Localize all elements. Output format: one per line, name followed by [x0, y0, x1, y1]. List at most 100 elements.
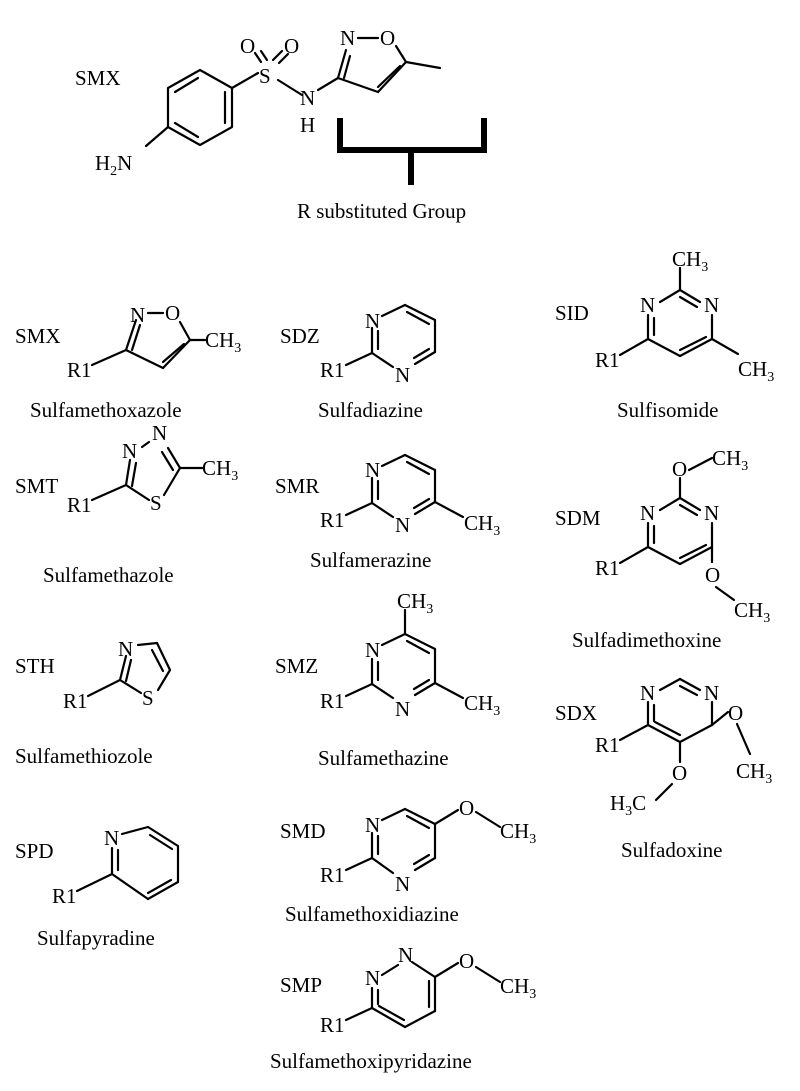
svg-text:N: N [365, 966, 380, 990]
svg-text:O: O [459, 796, 474, 820]
svg-text:N: N [395, 363, 410, 387]
methyl-label: CH3 [738, 357, 774, 385]
r-group-label: R substituted Group [297, 199, 466, 223]
compound-sdx: SDX R1 N N O CH3 O H3C Sulfadoxine [555, 677, 772, 862]
compound-name: Sulfadimethoxine [572, 628, 721, 652]
r1-label: R1 [595, 556, 620, 580]
r1-label: R1 [595, 348, 620, 372]
svg-text:N: N [122, 439, 137, 463]
r1-label: R1 [320, 1013, 345, 1037]
methyl-label: CH3 [500, 974, 536, 1002]
methyl-label: CH3 [397, 589, 433, 617]
compound-smd: SMD R1 N N O CH3 Sulfamethoxidiazine [280, 796, 536, 926]
svg-text:O: O [165, 301, 180, 325]
r1-label: R1 [52, 884, 77, 908]
svg-text:O: O [728, 701, 743, 725]
compound-abbr: SMX [15, 324, 61, 348]
so-double-2a [271, 49, 284, 62]
sulfur-nitrogen-bond [276, 78, 304, 97]
compound-smr: SMR R1 N N CH3 Sulfamerazine [275, 453, 500, 572]
methyl-label: CH3 [712, 446, 748, 474]
compound-name: Sulfamethiozole [15, 744, 153, 768]
svg-text:O: O [705, 563, 720, 587]
svg-text:N: N [640, 293, 655, 317]
r1-label: R1 [67, 493, 92, 517]
methyl-label: CH3 [464, 691, 500, 719]
svg-text:N: N [365, 638, 380, 662]
svg-text:N: N [704, 681, 719, 705]
svg-text:N: N [152, 421, 167, 445]
methyl-label: CH3 [464, 511, 500, 539]
compound-abbr: STH [15, 654, 55, 678]
compound-abbr: SMT [15, 474, 58, 498]
compound-name: Sulfadiazine [318, 398, 423, 422]
r1-label: R1 [320, 863, 345, 887]
r1-label: R1 [320, 689, 345, 713]
svg-text:N: N [395, 513, 410, 537]
svg-text:N: N [704, 501, 719, 525]
methyl-label: CH3 [202, 456, 238, 484]
compound-name: Sulfamethazole [43, 563, 174, 587]
compound-abbr: SMD [280, 819, 326, 843]
compound-abbr: SPD [15, 839, 54, 863]
parent-smx-structure: SMX H2N S O O N H N O [75, 26, 487, 223]
compound-name: Sulfisomide [617, 398, 719, 422]
compound-abbr: SMR [275, 474, 319, 498]
methyl-label: CH3 [736, 759, 772, 787]
compound-abbr: SMZ [275, 654, 318, 678]
svg-text:O: O [380, 26, 395, 50]
compound-abbr: SID [555, 301, 589, 325]
compound-abbr: SMP [280, 973, 322, 997]
r1-label: R1 [320, 358, 345, 382]
r1-label: R1 [595, 733, 620, 757]
isoxazole-ring: N O [336, 26, 442, 94]
compound-name: Sulfamethoxazole [30, 398, 182, 422]
svg-text:N: N [640, 501, 655, 525]
compound-smx: SMX R1 N O CH3 Sulfamethoxazole [15, 301, 241, 422]
svg-text:N: N [395, 697, 410, 721]
compound-smt: SMT R1 N N S CH3 Sulfamethazole [15, 421, 238, 587]
svg-text:N: N [340, 26, 355, 50]
so-double-1b [259, 49, 269, 62]
svg-text:N: N [395, 872, 410, 896]
r1-label: R1 [320, 508, 345, 532]
nitrogen-ring-bond [316, 76, 340, 92]
methyl-label: CH3 [734, 598, 770, 626]
svg-text:N: N [365, 309, 380, 333]
compound-sid: SID R1 N N CH3 CH3 Sulfisomide [555, 247, 774, 422]
svg-text:N: N [640, 681, 655, 705]
ring-sulfur-bond [230, 71, 260, 90]
compound-sth: STH R1 N S Sulfamethiozole [15, 637, 172, 768]
r1-label: R1 [67, 358, 92, 382]
parent-smx-label: SMX [75, 66, 121, 90]
svg-text:O: O [672, 761, 687, 785]
amine-label: H2N [95, 151, 132, 179]
svg-text:N: N [365, 813, 380, 837]
svg-text:O: O [672, 457, 687, 481]
compound-abbr: SDX [555, 701, 597, 725]
amine-bond [144, 125, 170, 148]
compound-spd: SPD R1 N Sulfapyradine [15, 825, 180, 950]
methyl-label: CH3 [500, 819, 536, 847]
compound-name: Sulfadoxine [621, 838, 722, 862]
compound-smp: SMP R1 N N O CH3 Sulfamethoxipyridazine [270, 943, 536, 1073]
svg-text:N: N [130, 303, 145, 327]
svg-text:N: N [365, 458, 380, 482]
methyl-label-h3c: H3C [610, 791, 646, 819]
svg-text:N: N [118, 637, 133, 661]
svg-text:S: S [150, 491, 162, 515]
sulfonyl-oxygen-1: O [240, 34, 255, 58]
compound-smz: SMZ R1 N N CH3 CH3 Sulfamethazine [275, 589, 500, 770]
r1-label: R1 [63, 689, 88, 713]
nh-hydrogen: H [300, 113, 315, 137]
compound-abbr: SDZ [280, 324, 320, 348]
compound-name: Sulfamerazine [310, 548, 431, 572]
compound-abbr: SDM [555, 506, 601, 530]
svg-text:O: O [459, 949, 474, 973]
nh-nitrogen: N [300, 86, 315, 110]
sulfonyl-oxygen-2: O [284, 34, 299, 58]
sulfur-atom: S [259, 64, 271, 88]
compound-name: Sulfapyradine [37, 926, 155, 950]
benzene-ring [166, 68, 234, 147]
